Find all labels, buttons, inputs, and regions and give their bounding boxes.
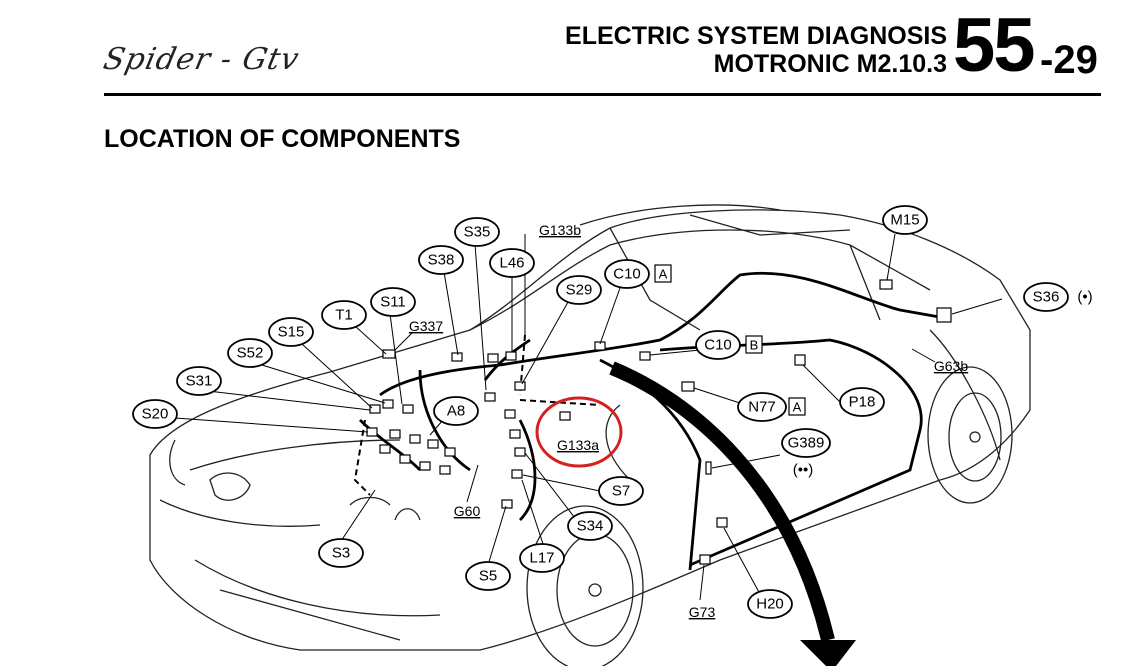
highlight-circle: [535, 396, 623, 468]
callout-p18: P18: [839, 387, 885, 417]
svg-text:S35: S35: [464, 224, 491, 241]
page-section-number: 55: [953, 3, 1036, 88]
callout-h20: H20: [747, 589, 793, 619]
svg-text:S34: S34: [577, 518, 604, 535]
svg-text:S3: S3: [332, 545, 350, 562]
callout-s11: S11: [370, 287, 416, 317]
svg-text:S31: S31: [186, 373, 213, 390]
box-letter-c10-b: B: [745, 335, 763, 354]
section-title: LOCATION OF COMPONENTS: [104, 125, 461, 153]
callout-t1: T1: [321, 300, 367, 330]
svg-text:S20: S20: [142, 406, 169, 423]
callout-s34: S34: [567, 511, 613, 541]
svg-text:S36: S36: [1033, 289, 1060, 306]
callout-s7: S7: [598, 476, 644, 506]
ground-g73: G73: [689, 604, 716, 620]
callout-l46: L46: [489, 248, 535, 278]
callout-s31: S31: [176, 366, 222, 396]
svg-text:S15: S15: [278, 324, 305, 341]
svg-text:C10: C10: [704, 337, 732, 354]
callout-s20: S20: [132, 399, 178, 429]
svg-text:S11: S11: [380, 294, 406, 311]
leader-lines: [174, 233, 1003, 601]
ground-g133a: G133a: [557, 437, 599, 453]
svg-text:G389: G389: [788, 435, 825, 452]
header-title: ELECTRIC SYSTEM DIAGNOSIS MOTRONIC M2.10…: [565, 22, 947, 78]
svg-text:S7: S7: [612, 483, 630, 500]
svg-text:C10: C10: [613, 266, 641, 283]
svg-text:B: B: [750, 338, 759, 353]
svg-text:A: A: [793, 400, 802, 415]
callout-g389: G389: [781, 428, 831, 458]
svg-text:M15: M15: [890, 212, 919, 229]
car-outline: [149, 204, 1031, 666]
callout-n77: N77: [737, 392, 787, 422]
callout-c10-b: C10: [695, 330, 741, 360]
page-number: -29: [1040, 38, 1098, 82]
connectors: [366, 279, 952, 565]
svg-text:H20: H20: [756, 596, 784, 613]
note-s36: (•): [1077, 289, 1092, 306]
callout-s35: S35: [454, 217, 500, 247]
svg-text:L46: L46: [499, 255, 524, 272]
svg-text:A8: A8: [447, 403, 465, 420]
header-title-line1: ELECTRIC SYSTEM DIAGNOSIS: [565, 22, 947, 50]
svg-text:A: A: [659, 267, 668, 282]
svg-text:T1: T1: [335, 307, 353, 324]
ground-g337: G337: [409, 318, 443, 334]
callout-s38: S38: [418, 245, 464, 275]
header-rule: [104, 93, 1101, 96]
callout-s29: S29: [556, 275, 602, 305]
svg-text:L17: L17: [529, 550, 554, 567]
callout-m15: M15: [882, 205, 928, 235]
callout-s15: S15: [268, 317, 314, 347]
curved-arrow: [609, 361, 856, 666]
callout-a8: A8: [433, 396, 479, 426]
callout-s36: S36: [1023, 282, 1069, 312]
callout-l17: L17: [519, 543, 565, 573]
callout-s52: S52: [227, 338, 273, 368]
callout-s3: S3: [318, 538, 364, 568]
svg-text:N77: N77: [748, 399, 776, 416]
svg-text:S38: S38: [428, 252, 455, 269]
svg-text:P18: P18: [849, 394, 876, 411]
box-letter-c10-a: A: [654, 264, 672, 283]
svg-text:S5: S5: [479, 568, 497, 585]
box-letter-n77: A: [788, 397, 806, 416]
note-g389: (••): [793, 462, 814, 479]
ground-g63b: G63b: [934, 358, 968, 374]
ground-g133b: G133b: [539, 222, 581, 238]
callout-c10-a: C10: [604, 259, 650, 289]
ground-g60: G60: [454, 503, 481, 519]
header-title-line2: MOTRONIC M2.10.3: [713, 50, 947, 78]
svg-text:S52: S52: [237, 345, 264, 362]
callout-s5: S5: [465, 561, 511, 591]
svg-text:S29: S29: [566, 282, 593, 299]
